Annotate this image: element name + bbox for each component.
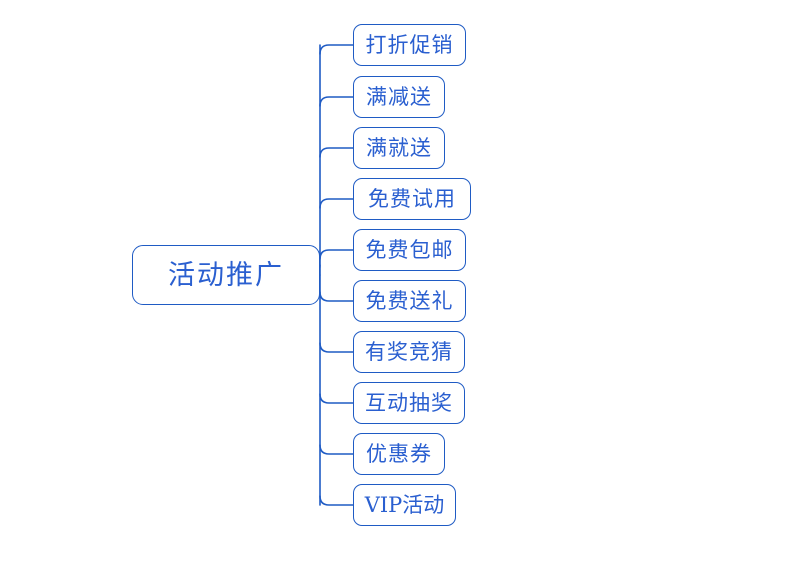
mindmap-child-node[interactable]: 打折促销 [353, 24, 466, 66]
connector-branch [319, 393, 354, 404]
connector-branch [319, 249, 354, 260]
connector-branch [319, 44, 354, 55]
mindmap-child-node[interactable]: 优惠券 [353, 433, 445, 475]
mindmap-child-node[interactable]: VIP活动 [353, 484, 456, 526]
connector-branch [319, 291, 354, 302]
connector-branch [319, 444, 354, 455]
mindmap-child-node[interactable]: 互动抽奖 [353, 382, 465, 424]
connector-branch [319, 147, 354, 158]
connector-branch [319, 96, 354, 107]
mindmap-child-node[interactable]: 免费送礼 [353, 280, 466, 322]
connector-branch [319, 495, 354, 506]
mindmap-root-node[interactable]: 活动推广 [132, 245, 320, 305]
connector-branch [319, 342, 354, 353]
mindmap-child-node[interactable]: 满就送 [353, 127, 445, 169]
mindmap-child-node[interactable]: 满减送 [353, 76, 445, 118]
connector-branch [319, 198, 354, 209]
mindmap-child-node[interactable]: 免费包邮 [353, 229, 466, 271]
mindmap-child-node[interactable]: 免费试用 [353, 178, 471, 220]
mindmap-child-node[interactable]: 有奖竞猜 [353, 331, 465, 373]
